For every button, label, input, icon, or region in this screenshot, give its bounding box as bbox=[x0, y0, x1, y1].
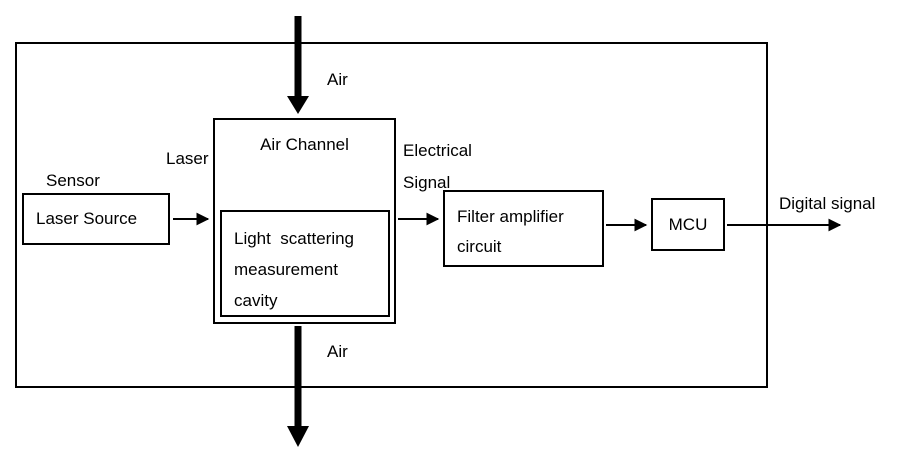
filter-label-line2: circuit bbox=[457, 237, 502, 256]
laser-label: Laser bbox=[166, 149, 209, 168]
air-channel-label: Air Channel bbox=[260, 135, 349, 154]
laser-source-box: Laser Source bbox=[22, 193, 170, 245]
mcu-label: MCU bbox=[668, 214, 708, 234]
sensor-label: Sensor bbox=[46, 171, 100, 190]
air-outlet-arrow-head bbox=[287, 426, 309, 447]
cavity-label-line1: Light scattering bbox=[234, 229, 355, 248]
laser-source-label: Laser Source bbox=[36, 209, 138, 228]
digital-signal-label: Digital signal bbox=[779, 194, 876, 213]
light-scattering-cavity-box: Light scattering measurement cavity bbox=[220, 210, 390, 317]
cavity-label-line3: cavity bbox=[234, 291, 278, 310]
electrical-signal-label-line2: Signal bbox=[403, 173, 451, 192]
filter-label-line1: Filter amplifier bbox=[457, 207, 564, 226]
filter-amplifier-box: Filter amplifier circuit bbox=[443, 190, 604, 267]
cavity-label-line2: measurement bbox=[234, 260, 338, 279]
system-boundary-rect bbox=[15, 42, 768, 388]
air-outlet-label: Air bbox=[327, 342, 348, 361]
electrical-signal-label-line1: Electrical bbox=[403, 141, 472, 160]
mcu-box: MCU bbox=[651, 198, 725, 251]
air-inlet-label: Air bbox=[327, 70, 348, 89]
electrical-signal-label: Electrical Signal bbox=[403, 135, 472, 199]
